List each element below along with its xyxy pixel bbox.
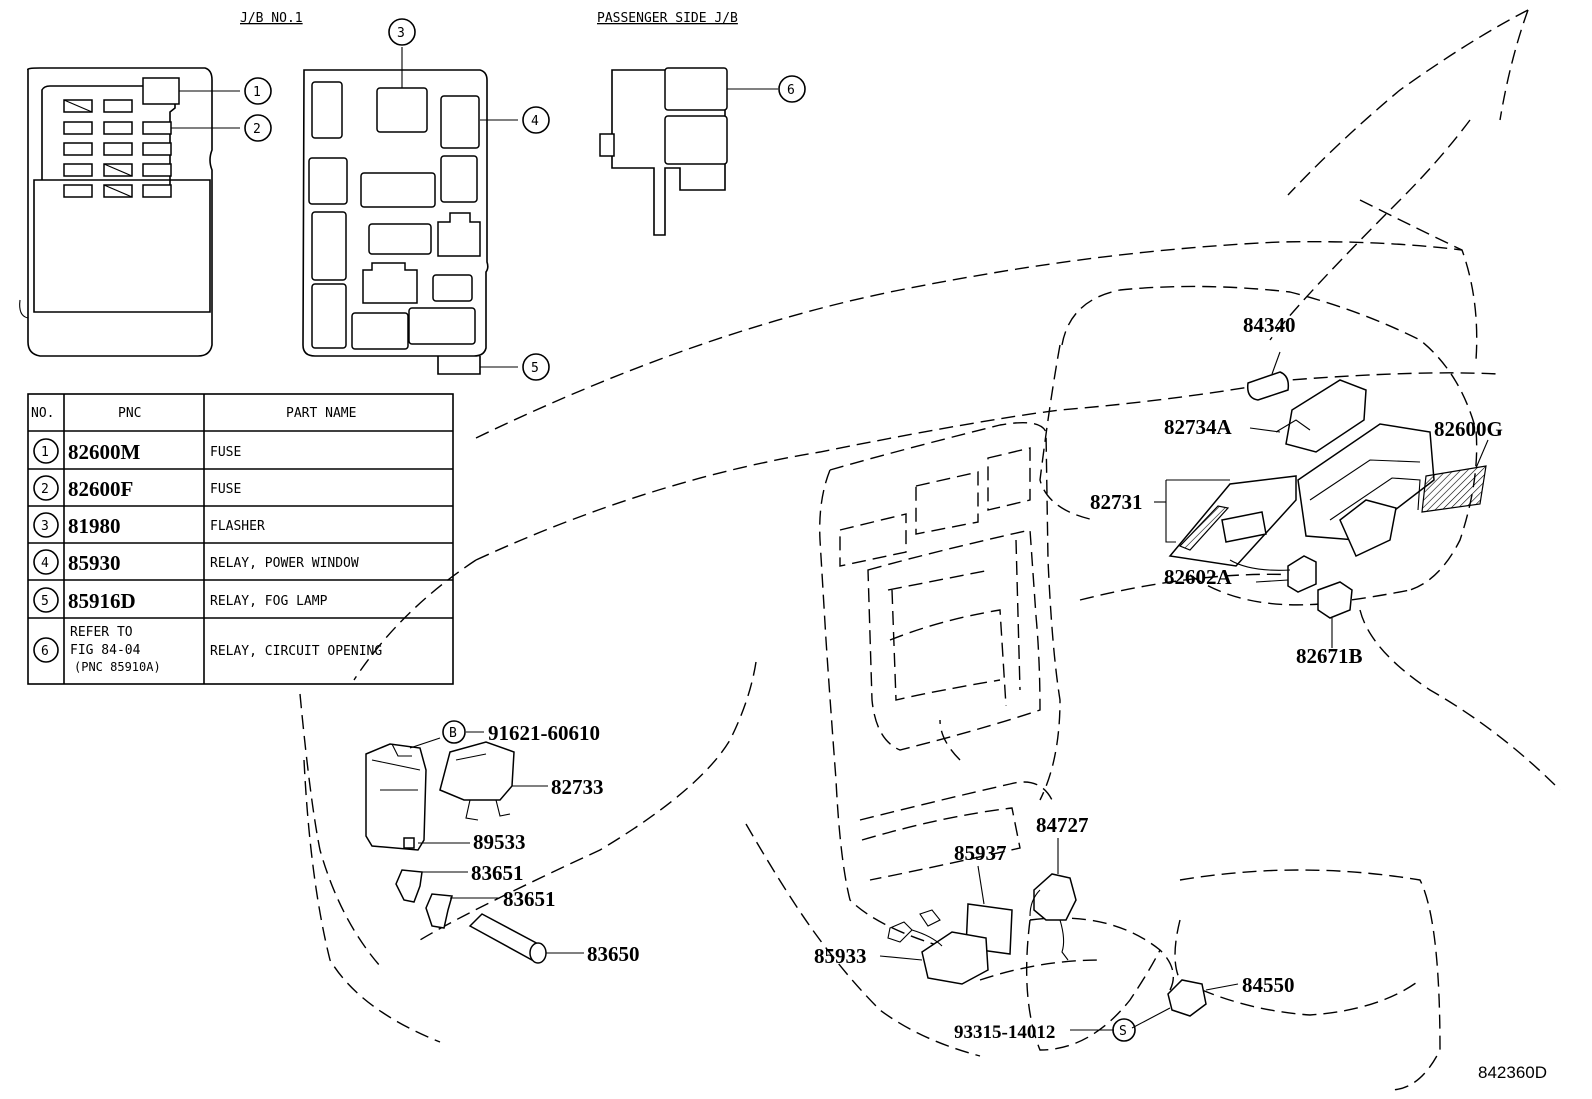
label-85933: 85933	[814, 944, 867, 968]
label-85937: 85937	[954, 841, 1007, 865]
label-82600g: 82600G	[1434, 417, 1503, 441]
row-no: 6	[41, 644, 49, 659]
label-82671b: 82671B	[1296, 644, 1363, 668]
callout-6: 6	[778, 75, 806, 103]
label-84340: 84340	[1243, 313, 1296, 337]
callout-5: 5	[522, 353, 550, 381]
col-header-part-name: PART NAME	[286, 406, 356, 421]
row-no: 3	[41, 519, 49, 534]
svg-text:B: B	[449, 726, 457, 741]
svg-text:6: 6	[787, 83, 795, 98]
svg-text:5: 5	[531, 361, 539, 376]
row-part-name: RELAY, FOG LAMP	[210, 594, 328, 609]
right-relay-cluster	[1154, 351, 1489, 648]
row-pnc: 82600F	[68, 477, 133, 501]
label-82731: 82731	[1090, 490, 1143, 514]
row-pnc: 85916D	[68, 589, 136, 613]
row-no: 1	[41, 445, 49, 460]
label-93315-14012: 93315-14012	[954, 1022, 1055, 1043]
svg-text:1: 1	[253, 85, 261, 100]
row-no: 5	[41, 594, 49, 609]
label-82734a: 82734A	[1164, 415, 1233, 439]
row-no: 4	[41, 556, 49, 571]
center-console-outline	[819, 422, 1061, 953]
row-pnc-line: (PNC 85910A)	[74, 660, 161, 674]
junction-block-no1	[19, 67, 240, 357]
label-84727: 84727	[1036, 813, 1089, 837]
parts-table: NO. PNC PART NAME 1 82600M FUSE 2 82600F…	[27, 393, 454, 685]
col-header-pnc: PNC	[118, 406, 141, 421]
lower-center-parts	[879, 838, 1239, 1031]
label-91621-60610: 91621-60610	[488, 721, 600, 745]
dashboard-outline	[299, 9, 1561, 1091]
svg-text:3: 3	[397, 26, 405, 41]
label-83651-upper: 83651	[471, 861, 524, 885]
label-83651-lower: 83651	[503, 887, 556, 911]
row-part-name: FUSE	[210, 445, 241, 460]
row-pnc: 81980	[68, 514, 121, 538]
passenger-side-junction-block	[599, 67, 778, 236]
row-part-name: RELAY, POWER WINDOW	[210, 556, 359, 571]
callout-4: 4	[522, 106, 550, 134]
row-pnc: 82600M	[68, 440, 141, 464]
row-pnc: 85930	[68, 551, 121, 575]
col-header-no: NO.	[31, 406, 54, 421]
passenger-jb-header: PASSENGER SIDE J/B	[597, 11, 738, 26]
callout-3: 3	[388, 18, 416, 46]
figure-code: 842360D	[1478, 1063, 1547, 1082]
svg-text:4: 4	[531, 114, 539, 129]
row-pnc-line: REFER TO	[70, 625, 133, 640]
label-84550: 84550	[1242, 973, 1295, 997]
callout-b: B	[442, 720, 466, 744]
junction-block-relay-box	[302, 47, 518, 375]
row-part-name: FUSE	[210, 482, 241, 497]
callout-2: 2	[244, 114, 272, 142]
jb1-header: J/B NO.1	[240, 11, 303, 26]
label-83650: 83650	[587, 942, 640, 966]
svg-text:S: S	[1119, 1024, 1127, 1039]
callout-1: 1	[244, 77, 272, 105]
svg-text:2: 2	[253, 122, 261, 137]
callout-s: S	[1112, 1018, 1136, 1042]
row-part-name: RELAY, CIRCUIT OPENING	[210, 644, 382, 659]
row-no: 2	[41, 482, 49, 497]
label-82733: 82733	[551, 775, 604, 799]
lower-left-parts	[365, 731, 584, 964]
label-89533: 89533	[473, 830, 526, 854]
label-82602a: 82602A	[1164, 565, 1233, 589]
row-part-name: FLASHER	[210, 519, 265, 534]
row-pnc-line: FIG 84-04	[70, 643, 141, 658]
